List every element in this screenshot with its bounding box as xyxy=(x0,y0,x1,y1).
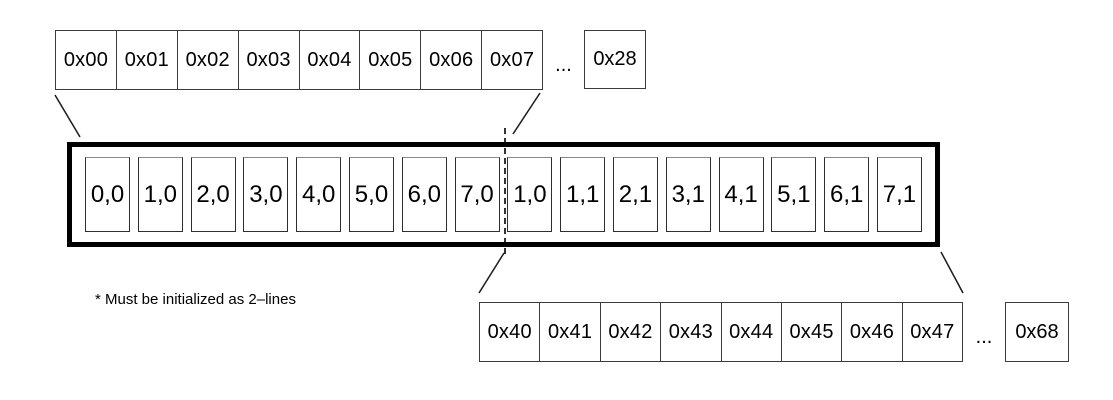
memory-cell: 0x06 xyxy=(421,31,483,89)
memory-cell: 0x03 xyxy=(239,31,300,89)
memory-cell: 0x46 xyxy=(842,303,903,361)
memory-cell: 0,0 xyxy=(85,157,130,232)
connector-bottom-left xyxy=(478,252,505,294)
memory-cell: 0x07 xyxy=(489,48,535,71)
connector-top-left xyxy=(54,94,81,138)
memory-cell: 0x00 xyxy=(56,31,117,89)
memory-cell: 7,1 xyxy=(876,157,922,232)
memory-cell: 2,1 xyxy=(612,157,658,232)
connector-top-right xyxy=(512,92,541,135)
memory-cell: 0x41 xyxy=(540,303,601,361)
top-row-ellipsis: ... xyxy=(555,54,572,76)
memory-cell: 5,1 xyxy=(771,157,817,232)
memory-cell: 3,0 xyxy=(243,157,289,232)
memory-cell: 4,1 xyxy=(718,157,764,232)
memory-cell: 4,0 xyxy=(296,157,342,232)
memory-cell: 6,1 xyxy=(824,157,870,232)
memory-cell: 6,0 xyxy=(401,157,447,232)
memory-cell: 0x44 xyxy=(722,303,782,361)
memory-cell: 7,0 xyxy=(454,157,500,232)
memory-cell: 0x02 xyxy=(178,31,239,89)
memory-cell: 1,1 xyxy=(560,157,606,232)
top-row-end-cell: 0x28 xyxy=(584,30,646,89)
memory-cell: 0x04 xyxy=(300,31,361,89)
memory-cell: 5,0 xyxy=(348,157,394,232)
memory-cell: 0x42 xyxy=(601,303,662,361)
memory-cell: 0x45 xyxy=(782,303,843,361)
memory-cell: 0x47 xyxy=(910,320,955,343)
footnote-text: * Must be initialized as 2–lines xyxy=(95,291,296,308)
memory-cell: 0x01 xyxy=(117,31,178,89)
connector-bottom-right xyxy=(940,251,964,294)
bottom-row-end-cell: 0x68 xyxy=(1005,302,1069,362)
memory-cell: 3,1 xyxy=(665,157,711,232)
memory-cell: 1,0 xyxy=(507,157,553,232)
memory-cell: 1,0 xyxy=(137,157,183,232)
memory-cell: 0x05 xyxy=(360,31,422,89)
bottom-row-ellipsis: ... xyxy=(975,326,993,348)
memory-cell: 0x43 xyxy=(661,303,722,361)
memory-cell: 0x40 xyxy=(480,303,541,361)
memory-cell: 2,0 xyxy=(190,157,236,232)
